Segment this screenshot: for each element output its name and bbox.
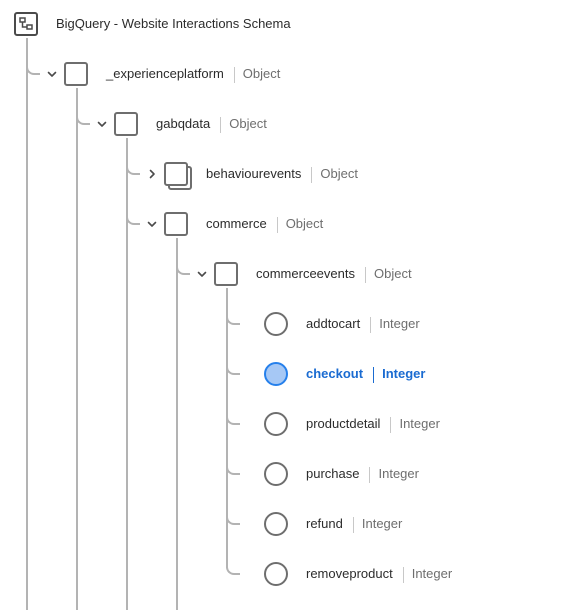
- schema-tree-icon: [14, 12, 38, 36]
- tree-connector: [226, 313, 240, 325]
- tree-connector: [126, 163, 140, 175]
- tree-guide-line: [26, 38, 28, 610]
- label-divider: [311, 166, 313, 183]
- label-divider: [373, 366, 375, 383]
- tree-row-behaviourevents[interactable]: behaviourevents Object: [0, 149, 578, 199]
- node-name: purchase: [306, 466, 360, 481]
- tree-guide-line: [126, 138, 128, 610]
- tree-connector: [76, 113, 90, 125]
- node-name: behaviourevents: [206, 166, 302, 181]
- node-type: Object: [229, 116, 267, 131]
- node-label[interactable]: purchase Integer: [306, 466, 419, 483]
- label-divider: [233, 66, 235, 83]
- label-divider: [352, 516, 354, 533]
- node-label[interactable]: commerceevents Object: [256, 266, 412, 283]
- node-type: Object: [320, 166, 358, 181]
- label-divider: [220, 116, 222, 133]
- field-icon[interactable]: [264, 412, 288, 436]
- tree-row-commerceevents[interactable]: commerceevents Object: [0, 249, 578, 299]
- node-type: Integer: [379, 316, 420, 331]
- tree-guide-line: [176, 238, 178, 610]
- node-type: Object: [373, 266, 412, 281]
- node-name: commerce: [206, 216, 267, 231]
- tree-connector: [26, 63, 40, 75]
- node-label[interactable]: addtocart Integer: [306, 316, 420, 333]
- field-icon[interactable]: [264, 562, 288, 586]
- tree-row-refund[interactable]: refund Integer: [0, 499, 578, 549]
- node-type: Object: [242, 66, 281, 81]
- tree-row-purchase[interactable]: purchase Integer: [0, 449, 578, 499]
- node-label[interactable]: behaviourevents Object: [206, 166, 358, 183]
- node-label[interactable]: _experienceplatform Object: [106, 66, 280, 83]
- node-type: Integer: [382, 366, 426, 381]
- node-name: _experienceplatform: [106, 66, 224, 81]
- tree-connector: [176, 263, 190, 275]
- tree-row-experienceplatform[interactable]: _experienceplatform Object: [0, 49, 578, 99]
- tree-row-gabqdata[interactable]: gabqdata Object: [0, 99, 578, 149]
- tree-row-productdetail[interactable]: productdetail Integer: [0, 399, 578, 449]
- node-name: checkout: [306, 366, 364, 381]
- object-icon[interactable]: [114, 112, 138, 136]
- node-label[interactable]: commerce Object: [206, 216, 323, 233]
- schema-title: BigQuery - Website Interactions Schema: [56, 16, 291, 31]
- node-label[interactable]: removeproduct Integer: [306, 566, 452, 583]
- node-type: Integer: [411, 566, 453, 581]
- node-type: Object: [285, 216, 324, 231]
- field-selected-icon[interactable]: [264, 362, 288, 386]
- node-label[interactable]: productdetail Integer: [306, 416, 440, 433]
- chevron-down-icon[interactable]: [145, 217, 159, 231]
- tree-connector: [226, 513, 240, 525]
- chevron-right-icon[interactable]: [145, 167, 159, 181]
- tree-row-checkout[interactable]: checkout Integer: [0, 349, 578, 399]
- node-label[interactable]: checkout Integer: [306, 366, 425, 383]
- tree-guide-line: [76, 88, 78, 610]
- object-icon[interactable]: [214, 262, 238, 286]
- tree-connector: [226, 463, 240, 475]
- node-label[interactable]: gabqdata Object: [156, 116, 267, 133]
- label-divider: [402, 566, 404, 583]
- tree-connector: [226, 363, 240, 375]
- label-divider: [364, 266, 366, 283]
- object-icon[interactable]: [64, 62, 88, 86]
- tree-row-commerce[interactable]: commerce Object: [0, 199, 578, 249]
- node-name: refund: [306, 516, 343, 531]
- node-name: productdetail: [306, 416, 381, 431]
- label-divider: [390, 416, 392, 433]
- tree-connector: [126, 213, 140, 225]
- tree-row-removeproduct[interactable]: removeproduct Integer: [0, 549, 578, 599]
- chevron-down-icon[interactable]: [195, 267, 209, 281]
- tree-guide-line: [226, 288, 228, 568]
- tree-connector: [226, 563, 240, 575]
- label-divider: [276, 216, 278, 233]
- object-icon[interactable]: [164, 212, 188, 236]
- node-type: Integer: [399, 416, 440, 431]
- field-icon[interactable]: [264, 312, 288, 336]
- field-icon[interactable]: [264, 512, 288, 536]
- node-type: Integer: [361, 516, 403, 531]
- node-label[interactable]: refund Integer: [306, 516, 402, 533]
- tree-connector: [226, 413, 240, 425]
- field-icon[interactable]: [264, 462, 288, 486]
- label-divider: [370, 316, 372, 333]
- node-type: Integer: [378, 466, 419, 481]
- node-name: addtocart: [306, 316, 361, 331]
- tree-row-addtocart[interactable]: addtocart Integer: [0, 299, 578, 349]
- node-name: gabqdata: [156, 116, 211, 131]
- node-name: commerceevents: [256, 266, 355, 281]
- node-name: removeproduct: [306, 566, 393, 581]
- label-divider: [369, 466, 371, 483]
- chevron-down-icon[interactable]: [95, 117, 109, 131]
- object-array-icon[interactable]: [164, 162, 192, 190]
- chevron-down-icon[interactable]: [45, 67, 59, 81]
